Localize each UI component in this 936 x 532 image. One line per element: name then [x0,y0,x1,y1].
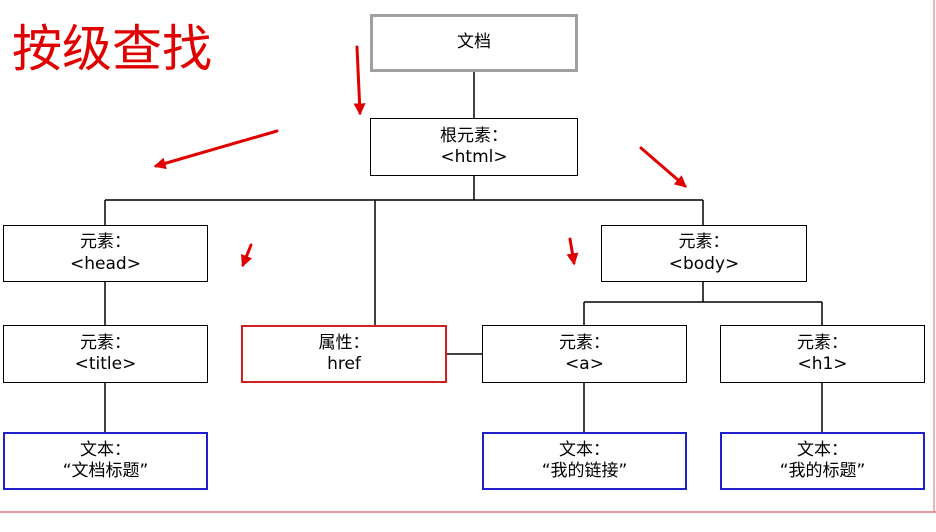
page-title: 按级查找 [12,20,212,78]
link-text-node: 文本： “我的链接” [482,432,687,490]
a-element-label: 元素： [559,332,610,353]
title-element-label: 元素： [80,332,131,353]
body-element-label: 元素： [678,232,730,253]
a-node: 元素： <a> [482,325,687,383]
body-node: 元素： <body> [601,225,807,282]
heading-text-label: 文本： [797,439,848,460]
arrow-root-to-body [639,146,687,188]
arrow-root-to-head [153,129,279,170]
title-text-label: 文本： [80,439,131,460]
arrow-head-to-title [240,243,253,268]
link-text-label: 文本： [559,439,610,460]
attribute-label: 属性： [318,332,370,353]
h1-node: 元素： <h1> [720,325,925,383]
title-node: 元素： <title> [3,325,208,383]
title-text-node: 文本： “文档标题” [3,432,208,490]
red-arrows [153,45,687,268]
attribute-node: 属性： href [241,325,447,383]
body-tag: <body> [668,253,740,274]
title-text-value: “文档标题” [62,461,149,481]
link-text-value: “我的链接” [541,461,628,481]
h1-element-label: 元素： [797,332,848,353]
title-tag: <title> [74,354,137,374]
heading-text-node: 文本： “我的标题” [720,432,925,490]
tree-connectors [104,72,823,432]
document-node: 文档 [370,14,578,72]
head-tag: <head> [70,253,141,274]
h1-tag: <h1> [797,354,848,374]
attribute-name: href [327,354,361,374]
head-element-label: 元素： [80,232,131,253]
root-element-label: 根元素： [440,125,508,146]
root-html-tag: <html> [440,147,508,167]
arrow-body-to-children [566,237,579,266]
document-label: 文档 [457,32,491,53]
root-html-node: 根元素： <html> [370,118,578,176]
arrow-document-to-root [353,45,366,116]
heading-text-value: “我的标题” [779,461,866,481]
head-node: 元素： <head> [3,225,208,282]
a-tag: <a> [565,354,604,374]
